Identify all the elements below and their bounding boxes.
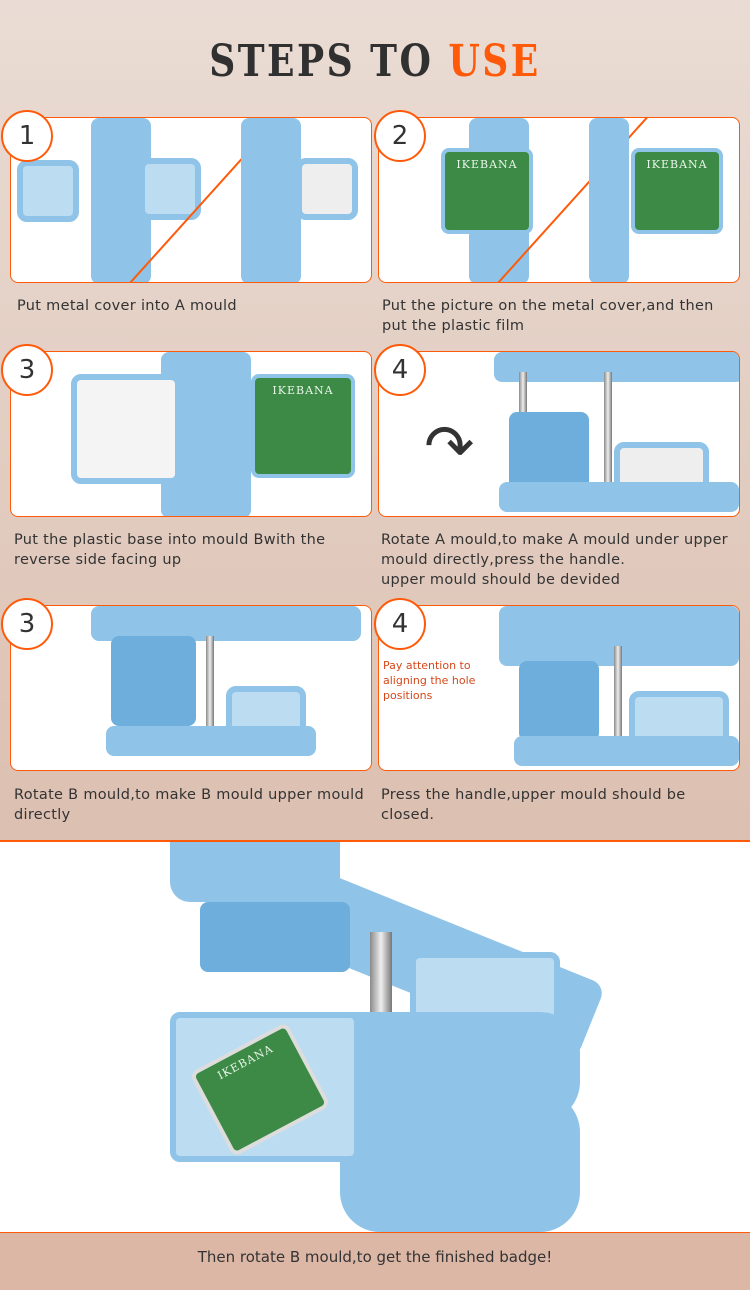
rod: [604, 372, 612, 482]
mould-a: [17, 160, 79, 222]
upper-mould: [519, 661, 599, 741]
machine-handle: [91, 606, 361, 641]
page-title: STEPS TO USE: [68, 36, 683, 87]
step-1-image: [10, 117, 372, 283]
machine-body: [589, 118, 629, 282]
footer-caption: Then rotate B mould,to get the finished …: [0, 1232, 750, 1290]
rod: [614, 646, 622, 741]
step-number: 4: [374, 598, 426, 650]
machine-body: [241, 118, 301, 282]
upper-mould: [509, 412, 589, 492]
step-number: 4: [374, 344, 426, 396]
step-2-image: IKEBANA IKEBANA: [378, 117, 740, 283]
step-3-image: IKEBANA: [10, 351, 372, 517]
step-caption: Put the picture on the metal cover,and t…: [382, 298, 714, 334]
finished-badge-image: IKEBANA: [0, 840, 750, 1232]
alignment-note: Pay attention to aligning the hole posit…: [383, 659, 476, 702]
step-number: 2: [374, 110, 426, 162]
title-accent: USE: [448, 36, 541, 87]
step-caption: Rotate A mould,to make A mould under upp…: [381, 532, 728, 588]
badge-picture-film: IKEBANA: [631, 148, 723, 234]
step-caption: Put the plastic base into mould Bwith th…: [14, 532, 326, 568]
step-6-image: Pay attention to aligning the hole posit…: [378, 605, 740, 771]
badge-picture: IKEBANA: [441, 148, 533, 234]
step-caption: Press the handle,upper mould should be c…: [381, 787, 686, 823]
step-number: 3: [1, 598, 53, 650]
step-5-image: [10, 605, 372, 771]
machine-base: [499, 482, 739, 512]
metal-cover: [296, 158, 358, 220]
step-number: 3: [1, 344, 53, 396]
upper-mould: [111, 636, 196, 726]
rotate-arrow-icon: ↷: [424, 412, 475, 482]
upper-mould: [200, 902, 350, 972]
machine-base: [514, 736, 739, 766]
badge-picture: IKEBANA: [251, 374, 355, 478]
mould-b: [139, 158, 201, 220]
machine-handle: [494, 352, 739, 382]
rod: [206, 636, 214, 736]
machine-foot: [340, 1092, 580, 1232]
machine-base: [106, 726, 316, 756]
step-number: 1: [1, 110, 53, 162]
step-caption: Put metal cover into A mould: [17, 298, 237, 314]
step-caption: Rotate B mould,to make B mould upper mou…: [14, 787, 364, 823]
title-text: STEPS TO: [209, 36, 434, 87]
plastic-base: [71, 374, 181, 484]
step-4-image: ↷: [378, 351, 740, 517]
